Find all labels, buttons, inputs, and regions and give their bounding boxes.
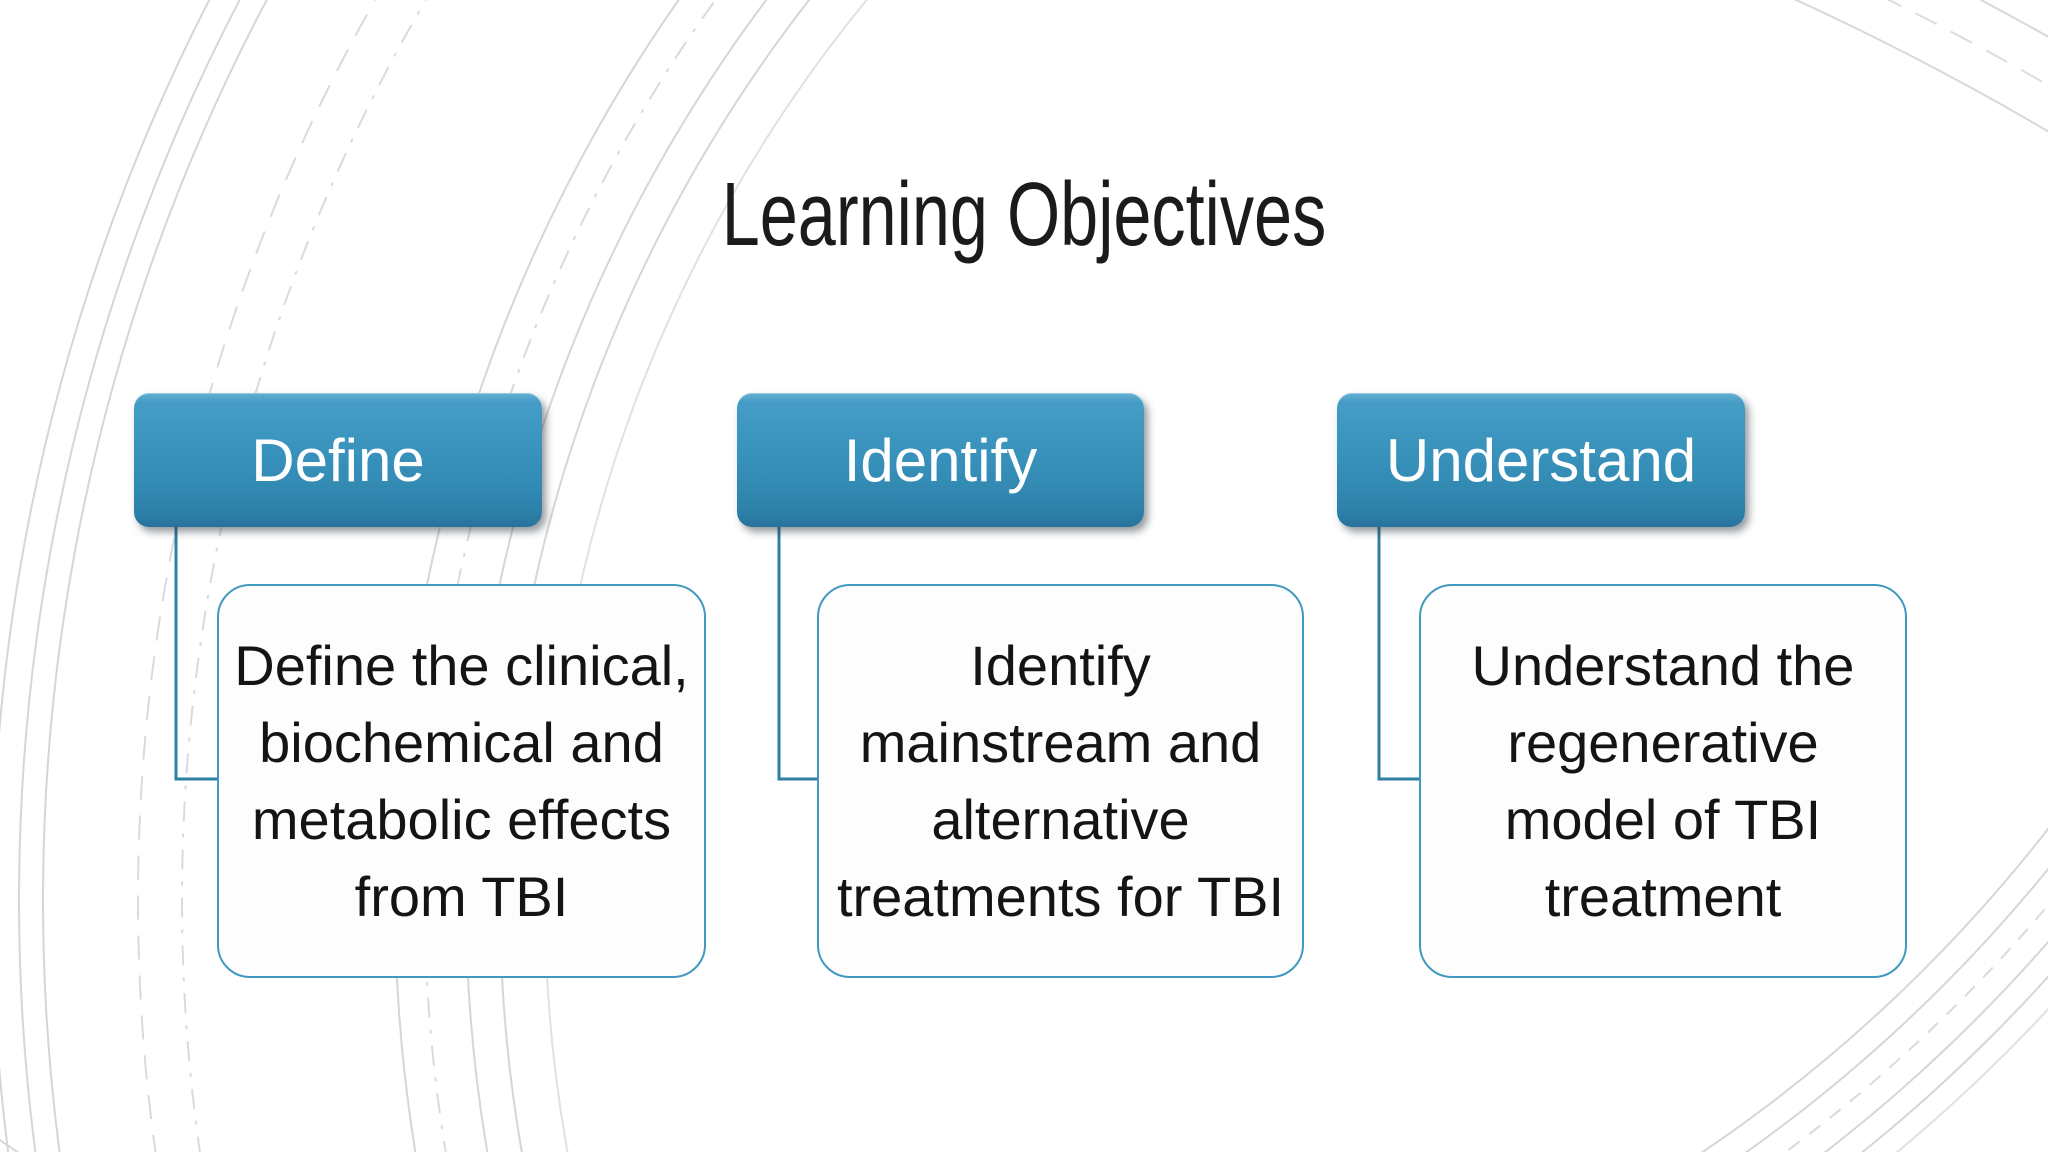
page-title: Learning Objectives — [721, 165, 1327, 265]
description-box-understand: Understand the regenerative model of TBI… — [1419, 584, 1907, 978]
description-box-define: Define the clinical, biochemical and met… — [217, 584, 706, 978]
header-label-identify: Identify — [843, 426, 1038, 494]
description-text-understand: Understand the regenerative model of TBI… — [1471, 634, 1855, 928]
connector-identify — [777, 522, 820, 781]
connector-define — [174, 522, 220, 781]
header-label-understand: Understand — [1385, 426, 1697, 494]
description-box-identify: Identify mainstream and alternative trea… — [817, 584, 1304, 978]
connector-lines — [174, 522, 1422, 781]
header-box-define: Define — [134, 393, 542, 527]
header-box-identify: Identify — [737, 393, 1144, 527]
description-text-identify: Identify mainstream and alternative trea… — [836, 634, 1285, 928]
connector-understand — [1377, 522, 1422, 781]
header-label-define: Define — [251, 426, 425, 494]
description-text-define: Define the clinical, biochemical and met… — [234, 634, 689, 928]
header-box-understand: Understand — [1337, 393, 1745, 527]
